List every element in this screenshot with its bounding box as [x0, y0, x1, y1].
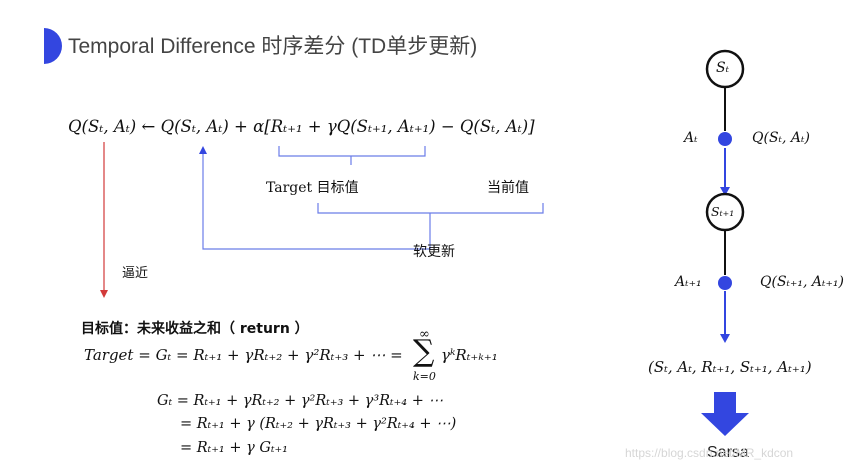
- q-label-2: Q(Sₜ₊₁, Aₜ₊₁): [760, 274, 844, 290]
- sum-upper-limit: ∞: [419, 327, 430, 342]
- target-equation: Target = Gₜ = Rₜ₊₁ + γRₜ₊₂ + γ²Rₜ₊₃ + ⋯ …: [84, 346, 403, 364]
- slide-title: Temporal Difference 时序差分 (TD单步更新): [68, 35, 478, 58]
- target-bracket: [278, 146, 426, 165]
- state-label-st: Sₜ: [716, 60, 730, 76]
- approach-label: 逼近: [122, 266, 149, 281]
- return-line-1: Gₜ = Rₜ₊₁ + γRₜ₊₂ + γ²Rₜ₊₃ + γ³Rₜ₊₄ + ⋯: [157, 393, 443, 409]
- action-dot-at: [718, 132, 732, 146]
- current-value-label: 当前值: [487, 180, 529, 196]
- title-accent: [44, 28, 62, 64]
- action-label-at1: Aₜ₊₁: [675, 274, 702, 290]
- sum-sign: ∑: [413, 334, 435, 369]
- return-line-3: = Rₜ₊₁ + γ Gₜ₊₁: [180, 440, 288, 456]
- state-label-st1: Sₜ₊₁: [711, 204, 735, 219]
- current-bracket: [317, 203, 544, 222]
- target-heading: 目标值：未来收益之和（ return ）: [81, 321, 309, 337]
- soft-update-arrow: [202, 152, 431, 250]
- state-node-st1: [705, 192, 745, 232]
- return-line-2: = Rₜ₊₁ + γ (Rₜ₊₂ + γRₜ₊₃ + γ²Rₜ₊₄ + ⋯): [180, 416, 457, 432]
- action-label-at: Aₜ: [684, 130, 698, 146]
- algorithm-name: Sarsa: [707, 444, 749, 461]
- q-label-1: Q(Sₜ, Aₜ): [752, 130, 810, 146]
- sarsa-down-arrow-icon: [701, 392, 749, 436]
- sum-lower-limit: k=0: [413, 370, 436, 383]
- watermark: https://blog.csdn.net/MR_kdcon: [625, 446, 794, 460]
- td-update-equation: Q(Sₜ, Aₜ) ← Q(Sₜ, Aₜ) + α[Rₜ₊₁ + γQ(Sₜ₊₁…: [68, 117, 535, 136]
- action-dot-at1: [718, 276, 732, 290]
- sarsa-tuple: (Sₜ, Aₜ, Rₜ₊₁, Sₜ₊₁, Aₜ₊₁): [648, 358, 812, 376]
- sum-term: γᵏRₜ₊ₖ₊₁: [441, 346, 498, 364]
- state-node-st: [705, 49, 745, 89]
- target-label: Target 目标值: [266, 180, 359, 196]
- soft-update-label: 软更新: [413, 244, 455, 260]
